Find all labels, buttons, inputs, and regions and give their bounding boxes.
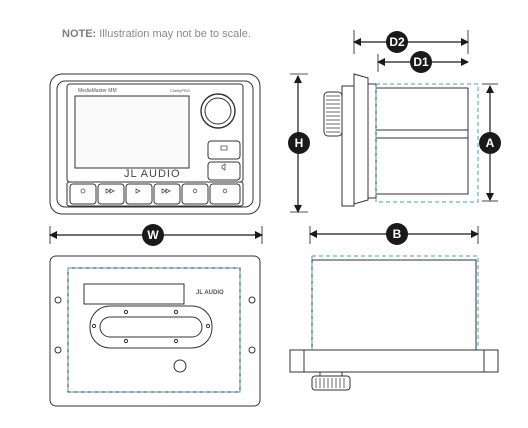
rear-screw-hole-right-bottom [248, 346, 256, 354]
rear-view [49, 255, 261, 407]
front-screen [74, 95, 190, 169]
front-knob-inner [204, 97, 232, 125]
front-knob-outer [200, 93, 236, 129]
rear-screw-hole-left-top [54, 296, 62, 304]
label-d2: D2 [386, 31, 408, 53]
menu-icon [220, 145, 228, 151]
rear-body [67, 267, 241, 393]
front-bezel-outer [49, 73, 261, 215]
note-text: Illustration may not be to scale. [96, 28, 251, 40]
play-pause-icon [135, 188, 141, 194]
power-icon [80, 188, 86, 194]
rear-brand-logo: JL AUDIO [196, 290, 224, 296]
rear-label-area [83, 283, 185, 305]
top-cutout-outline [311, 255, 479, 350]
volume-icon [221, 163, 226, 171]
top-bezel [289, 349, 499, 373]
note-prefix: NOTE: [62, 28, 97, 40]
front-bottom-button-1 [69, 183, 97, 205]
top-body [311, 259, 477, 351]
front-screen-badge: ClarityPRO [170, 88, 191, 93]
side-face [341, 85, 355, 207]
side-knob [323, 91, 343, 137]
front-bottom-button-5 [181, 183, 209, 205]
settings-icon [222, 188, 228, 194]
side-bezel [353, 73, 369, 205]
front-bottom-button-4 [153, 183, 181, 205]
front-bottom-button-2 [97, 183, 125, 205]
front-model-name: MediaMaster MM [78, 88, 117, 94]
front-view [49, 73, 261, 215]
scale-note: NOTE: Illustration may not be to scale. [62, 28, 251, 40]
forward-icon [161, 188, 171, 194]
top-view [289, 259, 499, 391]
side-flange [367, 83, 377, 199]
rear-bracket-outer [89, 305, 213, 349]
rear-cutout-outline [67, 267, 241, 393]
rewind-icon [105, 188, 115, 194]
front-side-button-1 [207, 140, 241, 160]
side-cutout-outline [375, 83, 479, 203]
front-bottom-button-6 [209, 183, 241, 205]
front-side-button-2 [207, 161, 241, 181]
rear-screw-hole-left-bottom [54, 346, 62, 354]
front-bottom-button-3 [125, 183, 153, 205]
rear-screw-hole-right-top [248, 296, 256, 304]
rear-bracket-inner [99, 316, 203, 338]
rear-port [173, 359, 187, 373]
front-button-row [66, 181, 244, 207]
label-a: A [479, 132, 501, 154]
front-brand-logo: JL AUDIO [124, 168, 181, 180]
label-d1: D1 [410, 51, 432, 73]
label-w: W [142, 224, 164, 246]
rear-plate [49, 255, 261, 407]
top-knob-shaft [319, 371, 343, 377]
side-body [375, 87, 469, 195]
side-view [323, 73, 469, 207]
label-b: B [386, 223, 408, 245]
front-bezel-inner [56, 80, 254, 208]
source-icon [192, 188, 198, 194]
label-h: H [288, 132, 310, 154]
